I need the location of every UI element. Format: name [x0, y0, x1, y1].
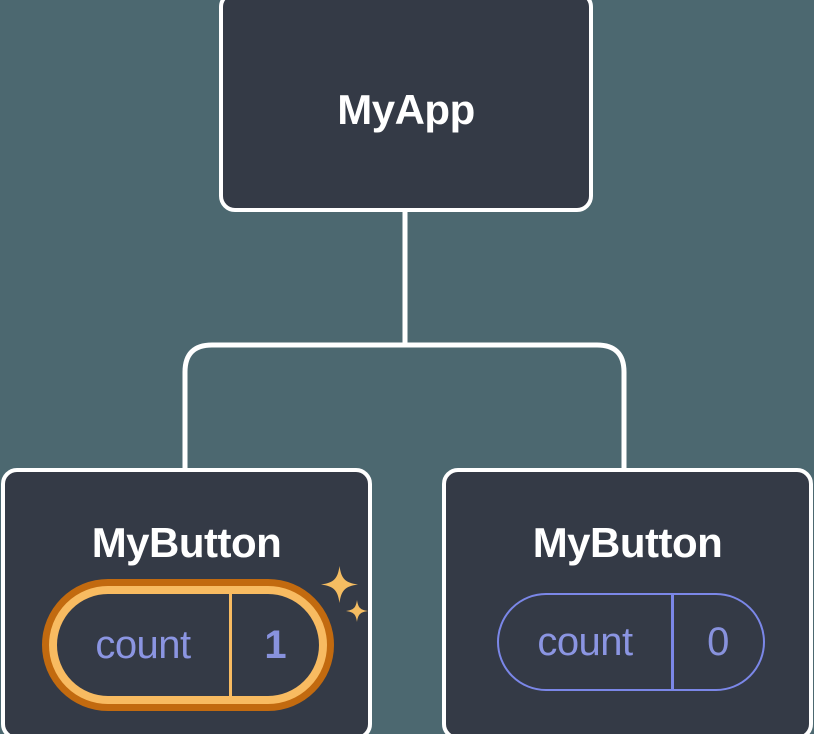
state-key-label: count: [95, 622, 191, 667]
state-value: 1: [264, 622, 287, 667]
state-key-label: count: [537, 619, 633, 664]
node-mybutton-left: MyButton count 1: [1, 468, 372, 734]
state-key-cell: count: [499, 595, 671, 689]
state-pill-highlighted: count 1: [42, 579, 334, 711]
state-pill-inner: count 1: [49, 586, 327, 704]
node-mybutton-right: MyButton count 0: [442, 468, 813, 734]
state-value: 0: [707, 619, 730, 664]
state-pill: count 0: [497, 593, 765, 691]
node-mybutton-right-title: MyButton: [532, 519, 723, 566]
state-value-cell: 0: [674, 595, 764, 689]
sparkle-icon-small: [346, 600, 368, 622]
node-myapp-title: MyApp: [337, 85, 475, 133]
state-value-cell: 1: [232, 594, 319, 696]
branch-connector-line: [182, 342, 627, 472]
node-mybutton-left-title: MyButton: [91, 519, 282, 566]
sparkle-icon-large: [321, 566, 358, 603]
state-pill-divider: [671, 595, 674, 689]
node-myapp: MyApp: [219, 0, 593, 212]
state-key-cell: count: [57, 594, 229, 696]
state-pill-divider: [229, 594, 232, 696]
